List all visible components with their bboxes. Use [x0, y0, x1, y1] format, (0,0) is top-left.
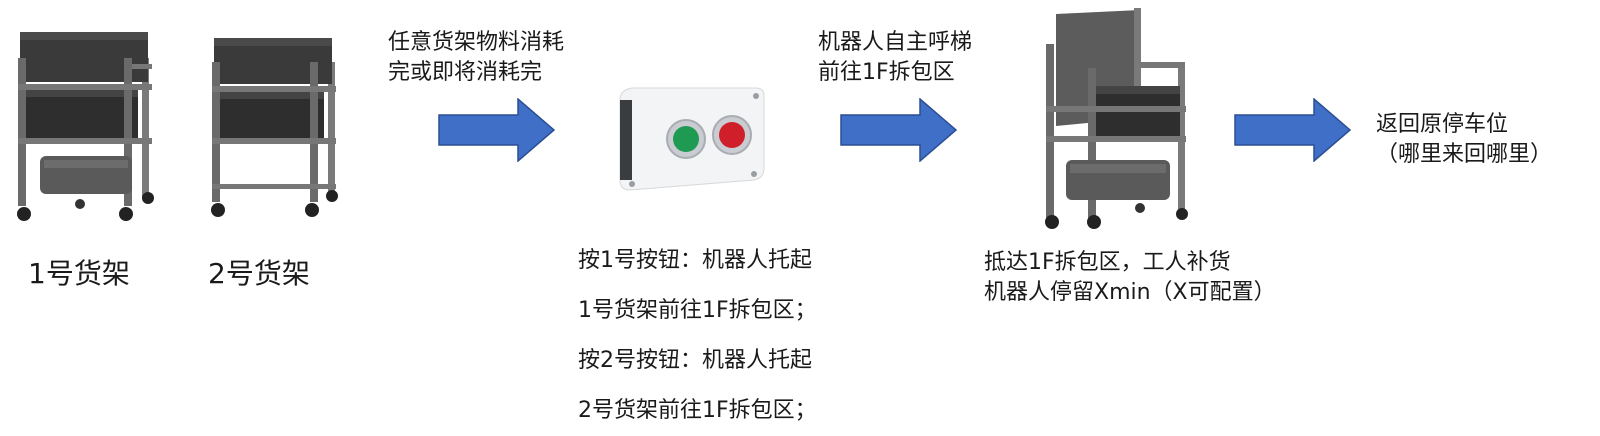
flow-arrow-3 [1234, 98, 1352, 162]
elevator-line-2: 前往1F拆包区 [818, 60, 955, 85]
button-steps: 按1号按钮：机器人托起 1号货架前往1F拆包区； 按2号按钮：机器人托起 2号货… [578, 236, 817, 436]
shelf-2-image [208, 34, 343, 220]
step-line-4: 2号货架前往1F拆包区； [578, 398, 817, 423]
step-line-3: 按2号按钮：机器人托起 [578, 348, 812, 373]
shelf-1-image [14, 28, 162, 224]
return-text: 返回原停车位 （哪里来回哪里） [1376, 110, 1552, 170]
arrival-line-1: 抵达1F拆包区，工人补货 [984, 250, 1231, 275]
arrival-text: 抵达1F拆包区，工人补货 机器人停留Xmin（X可配置） [984, 248, 1276, 308]
elevator-line-1: 机器人自主呼梯 [818, 30, 973, 55]
red-button-icon [719, 122, 745, 148]
robot-shelf-image [1040, 8, 1200, 236]
elevator-text: 机器人自主呼梯 前往1F拆包区 [818, 28, 972, 88]
flow-arrow-1 [438, 98, 556, 162]
arrival-line-2: 机器人停留Xmin（X可配置） [984, 280, 1276, 305]
flow-arrow-2 [840, 98, 958, 162]
return-line-1: 返回原停车位 [1376, 112, 1509, 137]
trigger-line-1: 任意货架物料消耗 [388, 30, 565, 55]
step-line-2: 1号货架前往1F拆包区； [578, 298, 817, 323]
trigger-text: 任意货架物料消耗 完或即将消耗完 [388, 28, 564, 88]
shelf-2-label: 2号货架 [208, 257, 310, 290]
return-line-2: （哪里来回哪里） [1376, 142, 1553, 167]
trigger-line-2: 完或即将消耗完 [388, 60, 543, 85]
button-box-image [606, 82, 770, 194]
shelf-1-label: 1号货架 [28, 257, 130, 290]
step-line-1: 按1号按钮：机器人托起 [578, 248, 812, 273]
green-button-icon [673, 126, 699, 152]
